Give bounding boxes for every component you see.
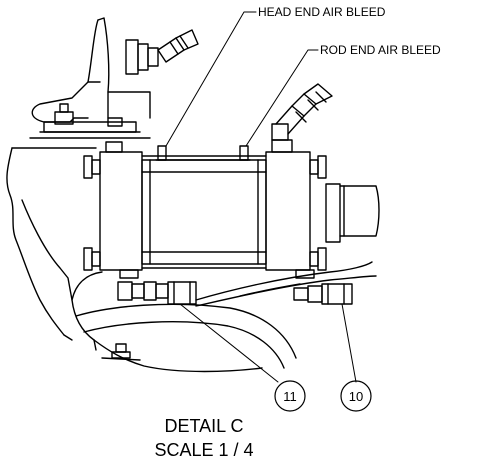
head-end-air-bleed-label: HEAD END AIR BLEED bbox=[258, 5, 386, 19]
balloon-11 bbox=[274, 380, 306, 412]
rod-end-fitting bbox=[271, 83, 333, 141]
fender-fitting bbox=[101, 343, 141, 361]
air-bleed-ports bbox=[155, 145, 251, 161]
hoses bbox=[195, 261, 377, 307]
hose-fitting-10 bbox=[293, 283, 353, 305]
cylinder-barrel bbox=[141, 159, 267, 265]
tie-rods bbox=[141, 155, 267, 269]
balloon-10 bbox=[340, 380, 372, 412]
callout-leaders bbox=[165, 11, 357, 383]
detail-scale: SCALE 1 / 4 bbox=[154, 440, 253, 460]
frame-outline bbox=[6, 147, 103, 341]
balloon-10-number: 10 bbox=[349, 389, 363, 404]
fender bbox=[75, 303, 297, 373]
cylinder-rod-flange bbox=[265, 139, 327, 279]
balloon-11-number: 11 bbox=[283, 389, 297, 404]
upper-mount-bracket bbox=[29, 17, 151, 139]
detail-title: DETAIL C bbox=[164, 416, 243, 436]
hose-fitting-11 bbox=[117, 281, 197, 305]
upper-fitting bbox=[125, 29, 199, 75]
cylinder-head-flange bbox=[83, 141, 143, 279]
rod-end bbox=[325, 183, 380, 243]
rod-end-air-bleed-label: ROD END AIR BLEED bbox=[320, 43, 441, 57]
